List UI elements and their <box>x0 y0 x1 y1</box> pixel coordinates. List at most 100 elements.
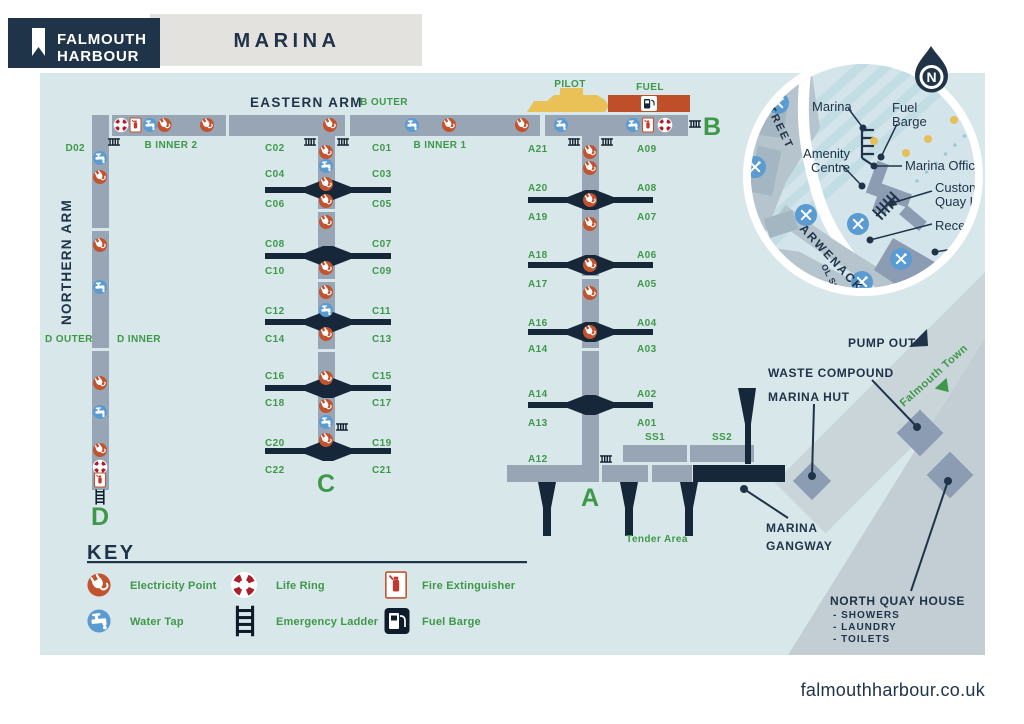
pointer-dot <box>944 477 952 485</box>
berth-finger <box>528 395 653 415</box>
mooring-pile <box>538 482 556 536</box>
water-tap-icon <box>143 118 157 132</box>
key: KEY Electricity Point Life Ring Fire Exting… <box>87 542 527 637</box>
pointer-line <box>841 164 863 187</box>
shore-walkway <box>788 338 985 655</box>
b-outer-label: B OUTER <box>360 97 408 108</box>
pointer-dot <box>858 182 866 190</box>
customs-1-label: Customs <box>935 180 987 195</box>
pointer-dot <box>913 423 921 431</box>
north-quay-walkway <box>774 272 985 534</box>
6-label: C14 <box>265 334 285 345</box>
north-label: N <box>926 69 936 85</box>
pointer-dot <box>931 248 939 256</box>
title-label: MARINA <box>234 30 341 52</box>
5-label: A16 <box>528 318 548 329</box>
8-label: C18 <box>265 398 285 409</box>
electricity-icon <box>515 118 529 132</box>
label-label: Life Ring <box>276 580 325 592</box>
ribbon-icon <box>32 28 45 56</box>
label-label: Water Tap <box>130 616 184 628</box>
0-label: C02 <box>265 143 285 154</box>
electricity-icon <box>583 145 597 159</box>
8-label: A13 <box>528 418 548 429</box>
water-tap-icon <box>319 159 333 173</box>
fire-extinguisher-icon <box>641 117 655 133</box>
water-tap-icon <box>87 609 111 633</box>
customs-2-label: Quay Ho <box>935 194 986 209</box>
logo-line1-label: FALMOUTH <box>57 31 147 48</box>
water-tap-icon <box>93 280 107 294</box>
emergency-ladder-icon <box>95 489 105 505</box>
restaurant-poi-icon <box>795 204 817 226</box>
electricity-icon <box>583 286 597 300</box>
2-label: A19 <box>528 212 548 223</box>
buoy-dot <box>870 137 878 145</box>
8-label: C17 <box>372 398 392 409</box>
0-label: C01 <box>372 143 392 154</box>
electricity-icon <box>87 573 111 597</box>
ss2-label: SS2 <box>712 432 732 443</box>
electricity-icon <box>93 170 107 184</box>
electricity-icon <box>319 399 333 413</box>
buoy-dot <box>902 149 910 157</box>
6-label: C13 <box>372 334 392 345</box>
key-item: Fire Extinguisher <box>385 571 516 599</box>
waste-compound-label: WASTE COMPOUND <box>768 366 894 380</box>
pontoon-segment <box>229 115 345 136</box>
marina-office-label: Marina Office <box>905 158 982 173</box>
8-label: A01 <box>637 418 657 429</box>
water-tap-icon <box>405 118 419 132</box>
fuel-barge-icon <box>384 608 410 634</box>
marina-gangway-2-label: GANGWAY <box>766 539 832 553</box>
b-inner-1-label: B INNER 1 <box>413 140 466 151</box>
ladder-icon <box>108 138 120 146</box>
pointer-dot <box>888 199 896 207</box>
7-label: C16 <box>265 371 285 382</box>
berth-finger <box>265 246 391 266</box>
key-item: Emergency Ladder <box>235 605 379 637</box>
7-label: A14 <box>528 389 548 400</box>
pump-out-arrow <box>909 329 928 347</box>
electricity-icon <box>93 443 107 457</box>
label-label: Fire Extinguisher <box>422 580 516 592</box>
electricity-icon <box>319 177 333 191</box>
pointer-dot <box>870 162 878 170</box>
eastern-arm-label: EASTERN ARM <box>250 95 363 110</box>
4-label: C10 <box>265 266 285 277</box>
10-label: C21 <box>372 465 392 476</box>
pontoon-segment <box>507 465 597 482</box>
9-label: A12 <box>528 454 548 465</box>
pointer-line <box>891 190 933 204</box>
pontoon-segment <box>602 465 648 482</box>
electricity-icon <box>442 118 456 132</box>
electricity-icon <box>200 118 214 132</box>
3-label: C08 <box>265 239 285 250</box>
0-label: A09 <box>637 144 657 155</box>
inset-quay <box>899 205 927 231</box>
falmouth-town-arrow <box>934 377 949 393</box>
waste-compound-building <box>896 409 944 457</box>
4-label: A17 <box>528 279 548 290</box>
restaurant-poi-icon <box>890 248 912 270</box>
electricity-icon <box>583 258 597 272</box>
pontoon-segment <box>582 351 599 482</box>
emergency-ladder-icon <box>235 605 255 637</box>
life-ring-icon <box>657 117 673 133</box>
berth-finger <box>265 441 391 461</box>
fire-extinguisher-icon <box>93 472 107 488</box>
inset-building <box>763 209 799 239</box>
9-label: C19 <box>372 438 392 449</box>
0-label: A21 <box>528 144 548 155</box>
key-item: Electricity Point <box>87 573 216 597</box>
electricity-icon <box>319 433 333 447</box>
title-label: KEY <box>87 542 136 564</box>
life-ring-icon <box>232 573 256 597</box>
water-tap-icon <box>93 405 107 419</box>
water-tap-icon <box>319 303 333 317</box>
pointer-line <box>811 403 815 477</box>
northern-arm-label: NORTHERN ARM <box>59 199 74 325</box>
b-inner-2-label: B INNER 2 <box>144 140 197 151</box>
electricity-icon <box>319 327 333 341</box>
